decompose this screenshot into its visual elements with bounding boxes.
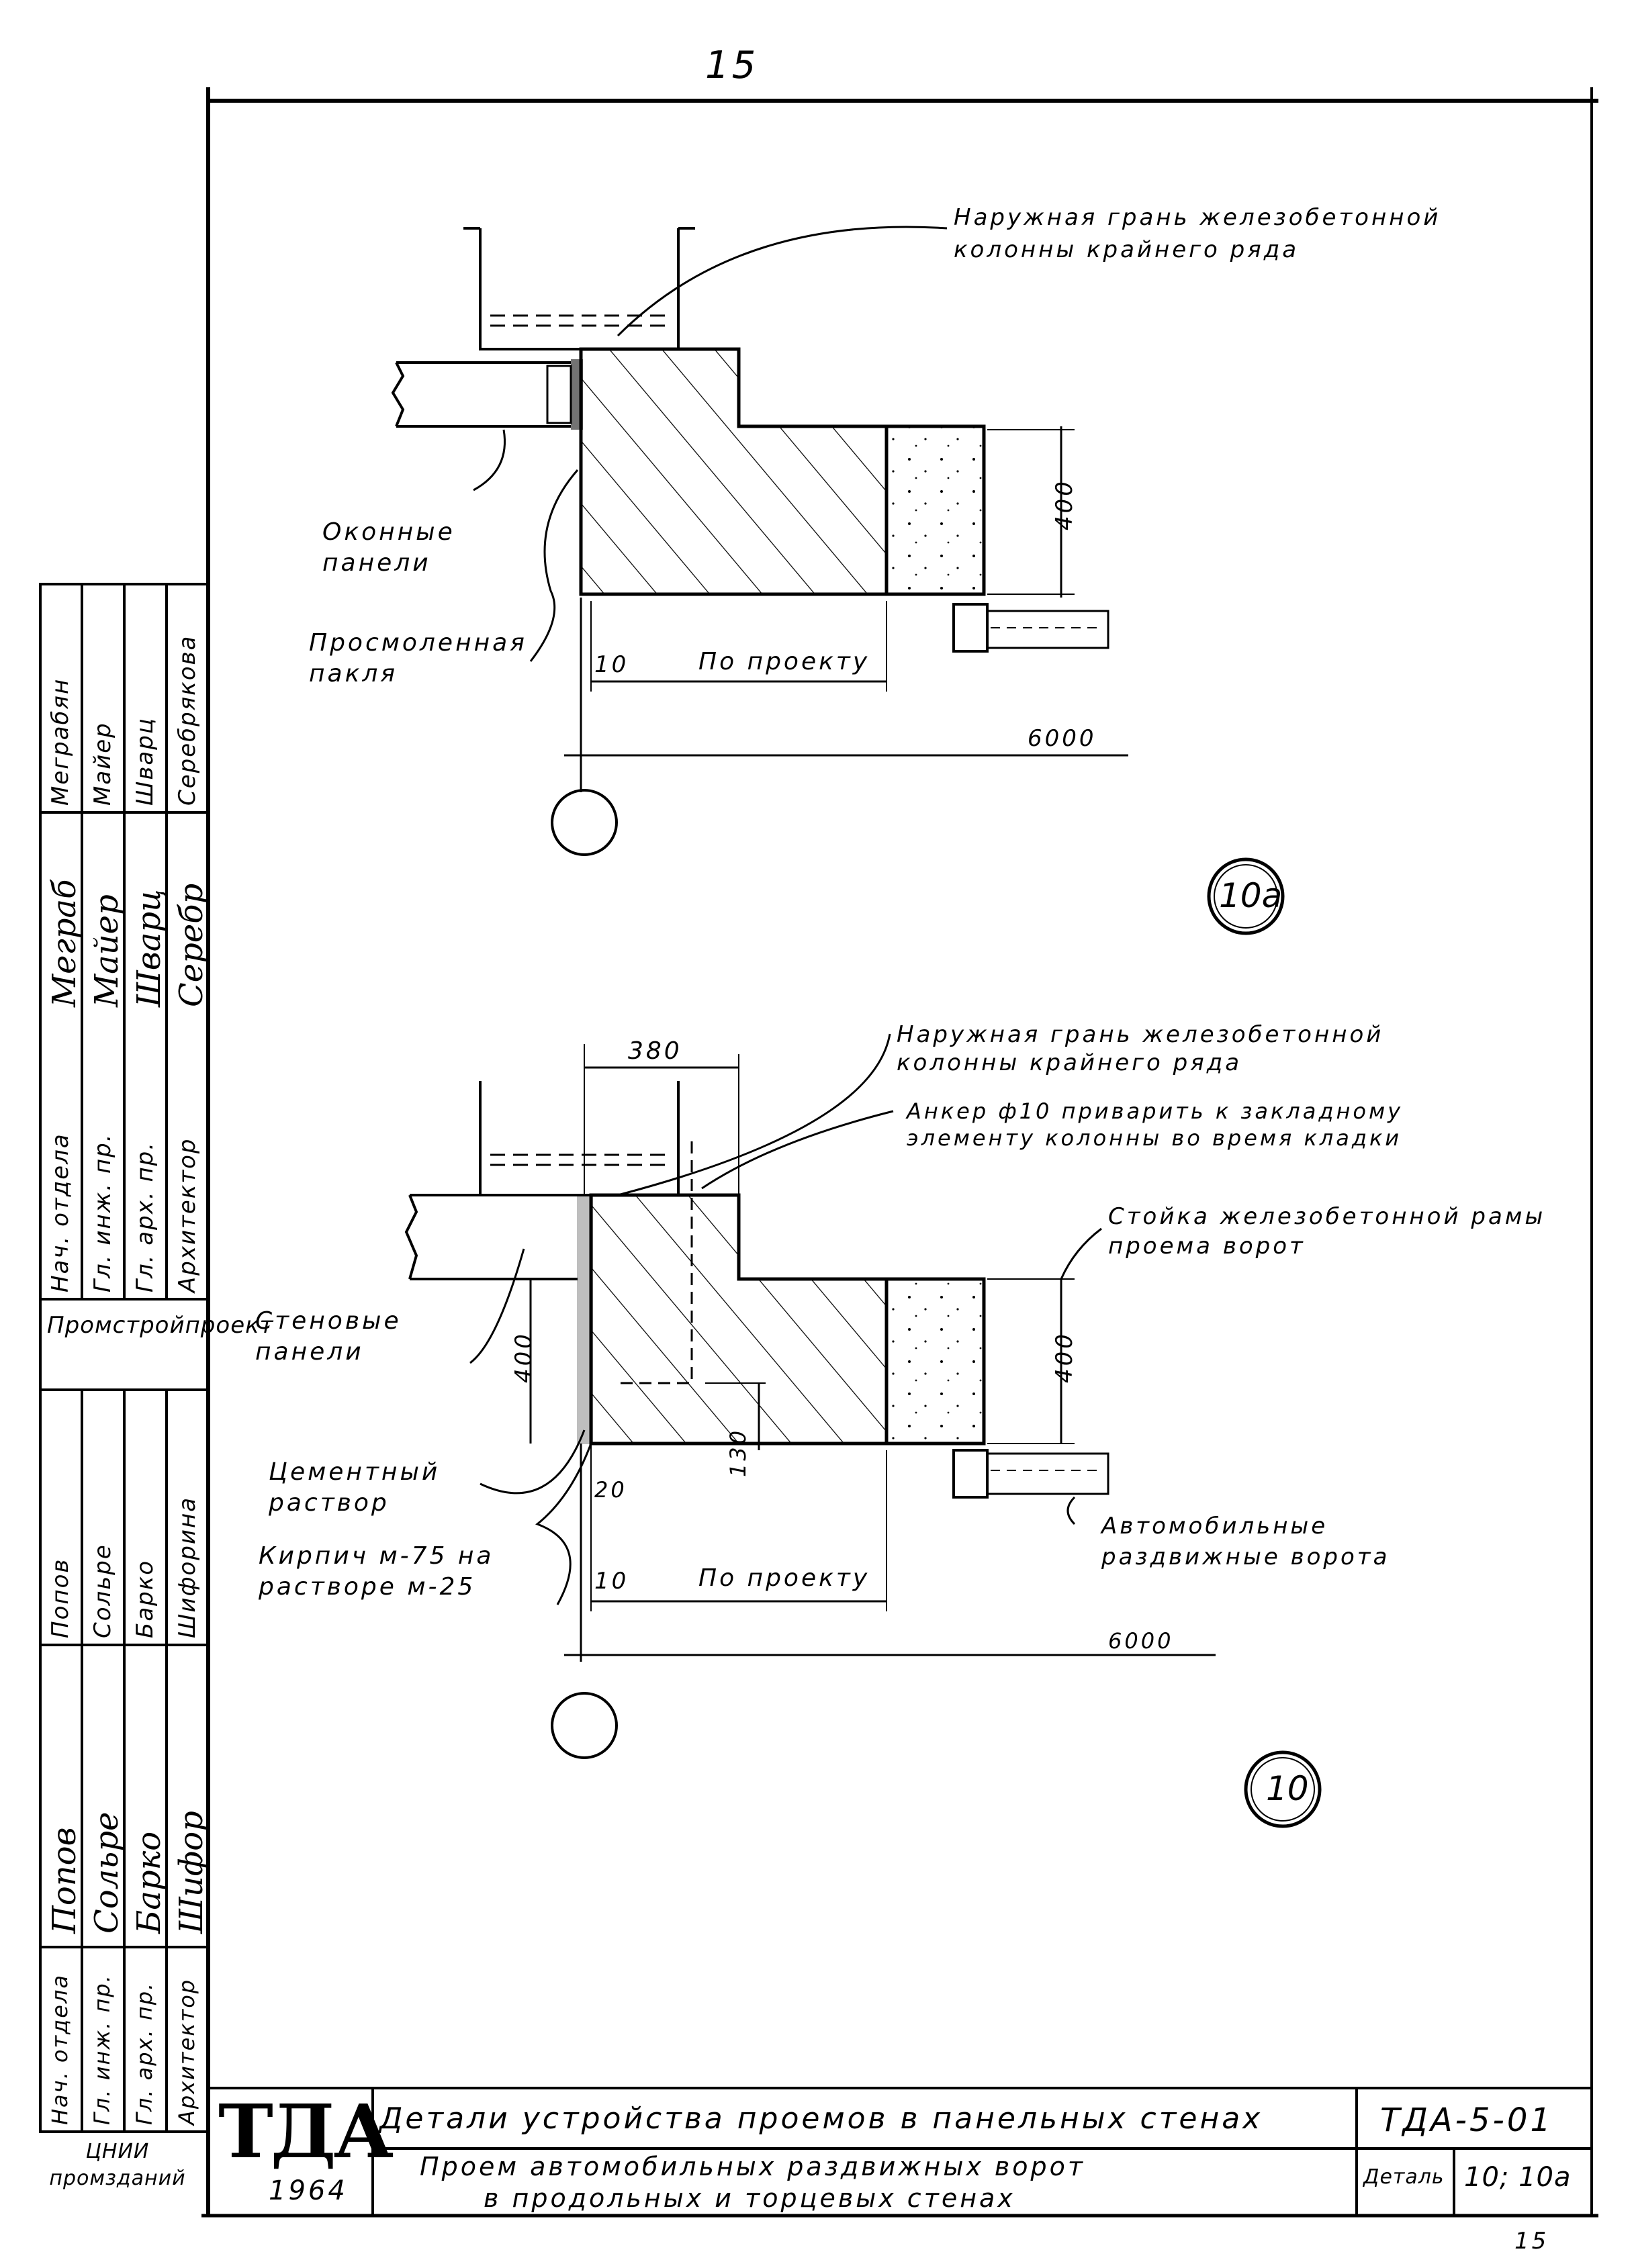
dim-400-left-10: 400: [510, 1331, 537, 1383]
title-block-detail-value: 10; 10а: [1464, 2162, 1572, 2193]
title-block-subtitle-1: Проем автомобильных раздвижных ворот: [420, 2152, 1086, 2181]
title-block-subtitle-2: в продольных и торцевых стенах: [484, 2183, 1015, 2213]
stamp-lower-role-3: Гл. арх. пр.: [132, 1981, 157, 2125]
stamp-lower-role-1: Нач. отдела: [47, 1973, 73, 2125]
stamp-org-bottom: ЦНИИ промзданий: [49, 2140, 186, 2190]
stamp-upper-signature-3: Шварц: [130, 889, 168, 1007]
stamp-lower-name-4: Шифорина: [174, 1496, 201, 1638]
stamp-lower-signature-1: Попов: [46, 1827, 83, 1934]
stamp-org-top: Промстройпроект: [47, 1312, 274, 1339]
upper-panel-10: [479, 1081, 680, 1196]
dim-10-10a: 10: [594, 651, 629, 678]
detail-marker-10a: [1207, 857, 1285, 935]
stamp-lower-name-1: Попов: [47, 1558, 74, 1638]
dim-by-project-10: По проекту: [698, 1564, 870, 1592]
wall-panels-10: [404, 1194, 578, 1280]
stamp-upper-role-2: Гл. инж. пр.: [89, 1133, 116, 1292]
note-post-10: Стойка железобетонной рамы проема ворот: [1108, 1203, 1546, 1260]
stamp-upper-role-3: Гл. арх. пр.: [132, 1141, 158, 1292]
dim-6000-10: 6000: [1108, 1628, 1174, 1654]
stamp-upper-name-3: Шварц: [132, 717, 158, 806]
detail-marker-10: [1244, 1750, 1322, 1828]
dim-10-10: 10: [594, 1568, 629, 1595]
title-block-grid: [208, 2087, 1592, 2216]
stamp-upper-name-2: Майер: [89, 722, 116, 806]
column-10a: [579, 347, 889, 596]
title-block-logo: ТДА: [218, 2088, 394, 2175]
dim-400-10a: 400: [1051, 479, 1078, 530]
column-10: [589, 1193, 889, 1446]
note-column-face-10a: Наружная грань железобетонной колонны кр…: [954, 204, 1441, 263]
upper-panel-10a: [479, 228, 680, 350]
note-tarred-tow-10a: Просмоленная пакля: [309, 629, 527, 688]
title-block-detail-label: Деталь: [1363, 2165, 1445, 2189]
stamp-upper-name-1: Меграбян: [47, 677, 74, 806]
title-block-title: Детали устройства проемов в панельных ст…: [379, 2101, 1263, 2136]
note-gates-10: Автомобильные раздвижные ворота: [1101, 1513, 1390, 1570]
dim-400-right-10: 400: [1051, 1331, 1078, 1383]
stamp-upper-signature-1: Меграб: [46, 879, 83, 1007]
dim-20-10: 20: [594, 1477, 627, 1503]
stamp-upper-role-1: Нач. отдела: [47, 1133, 74, 1292]
dim-380-10: 380: [628, 1037, 682, 1065]
sheet-frame: [201, 87, 1598, 2218]
dim-by-project-10a: По проекту: [698, 648, 870, 675]
detail-marker-label-10a: 10a: [1219, 876, 1283, 915]
axis-circle-10a: [551, 789, 618, 856]
dim-130-10: 130: [725, 1427, 751, 1477]
page-number: 15: [705, 44, 759, 87]
stamp-lower-signature-4: Шифор: [173, 1811, 210, 1934]
stamp-upper-signature-4: Серебр: [173, 883, 210, 1007]
stamp-upper-name-4: Серебрякова: [174, 634, 201, 806]
concrete-post-10: [884, 1277, 986, 1446]
dim-6000-10a: 6000: [1028, 725, 1097, 752]
stamp-upper-role-4: Архитектор: [174, 1137, 201, 1292]
note-anchor-10: Анкер ф10 приварить к закладному элемент…: [907, 1098, 1404, 1151]
detail-10: [404, 1033, 1322, 1828]
note-wall-panels-10: Стеновые панели: [255, 1307, 402, 1366]
note-brick-10: Кирпич м-75 на растворе м-25: [259, 1542, 494, 1601]
stamp-lower-role-4: Архитектор: [174, 1978, 199, 2125]
stamp-lower-signature-2: Сольре: [88, 1811, 126, 1934]
detail-marker-label-10: 10: [1266, 1769, 1309, 1808]
title-block-code: ТДА-5-01: [1380, 2101, 1553, 2139]
title-block-year: 1964: [269, 2175, 348, 2206]
window-panels-10a: [391, 361, 571, 428]
concrete-post-10a: [884, 424, 986, 596]
stamp-lower-role-2: Гл. инж. пр.: [89, 1974, 115, 2125]
note-column-face-10: Наружная грань железобетонной колонны кр…: [897, 1021, 1384, 1076]
stamp-upper-signature-2: Майер: [88, 894, 126, 1007]
note-cement-10: Цементный раствор: [269, 1458, 441, 1517]
page-number-bottom: 15: [1514, 2228, 1549, 2255]
stamp-grid: [39, 583, 210, 2133]
stamp-lower-signature-3: Барко: [130, 1831, 168, 1934]
note-window-panels-10a: Оконные панели: [322, 518, 455, 577]
stamp-lower-name-2: Сольре: [89, 1544, 116, 1638]
stamp-lower-name-3: Барко: [132, 1559, 158, 1638]
detail-10a: [391, 226, 1285, 935]
axis-circle-10: [551, 1692, 618, 1759]
